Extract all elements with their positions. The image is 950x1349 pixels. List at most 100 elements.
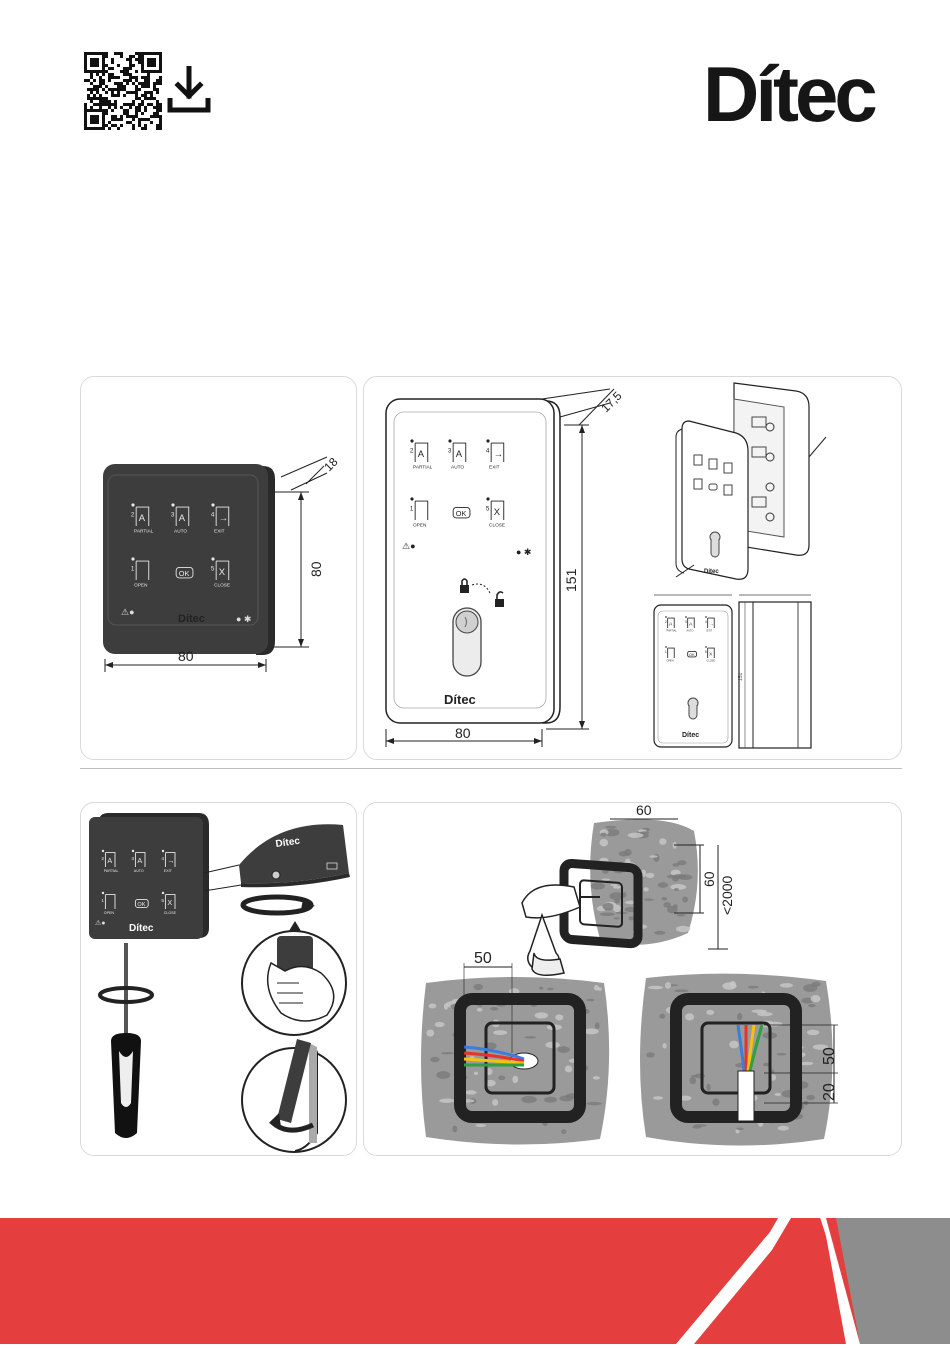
svg-text:AUTO: AUTO [174,528,187,534]
svg-text:CLOSE: CLOSE [707,659,716,662]
svg-text:PARTIAL: PARTIAL [667,629,678,632]
svg-text:1: 1 [665,650,667,654]
keypad-button-exit: 4→ EXIT [705,616,715,632]
svg-text:⚠●: ⚠● [95,919,106,927]
svg-text:X: X [709,651,713,657]
svg-text:PARTIAL: PARTIAL [413,464,433,470]
svg-text:3: 3 [131,856,134,862]
svg-text:4: 4 [705,620,707,624]
svg-text:PARTIAL: PARTIAL [104,869,119,873]
svg-text:EXIT: EXIT [707,629,713,632]
dim-cable-height: 50 [821,1047,838,1065]
svg-text:2: 2 [131,512,135,519]
svg-text:⚠●: ⚠● [121,607,135,617]
tall-keypad-logo: Dítec [444,692,476,707]
svg-text:A: A [179,513,186,524]
svg-text:OK: OK [137,902,145,908]
svg-text:OPEN: OPEN [413,522,427,528]
svg-text:● ✱: ● ✱ [236,614,251,624]
svg-text:X: X [219,567,226,578]
svg-text:A: A [418,449,425,460]
svg-text:5: 5 [211,566,215,573]
svg-text:4: 4 [486,448,490,455]
keypad-button-auto: 3A AUTO [685,616,695,632]
svg-text:→: → [709,622,714,627]
svg-text:2: 2 [101,856,104,862]
svg-text:3: 3 [685,620,687,624]
svg-text:CLOSE: CLOSE [164,911,177,915]
svg-text:X: X [494,507,501,518]
svg-text:AUTO: AUTO [451,464,464,470]
svg-text:A: A [669,621,673,627]
svg-text:AUTO: AUTO [687,629,694,632]
svg-text:X: X [167,898,172,907]
keypad-logo: Dítec [178,613,205,625]
svg-text:2: 2 [665,620,667,624]
svg-text:5: 5 [486,506,490,513]
svg-text:1: 1 [131,566,135,573]
svg-text:A: A [139,513,146,524]
section-divider [80,768,902,769]
keypad-button-ok: OK [452,506,471,519]
dim-depth-18: 18 [321,455,341,475]
svg-text:→: → [494,449,503,460]
keypad-button-exit: 4→EXIT [161,849,176,873]
keypad-button-partial: 2A PARTIAL [665,616,677,632]
dim-width-80: 80 [178,648,194,664]
dim-drill-height: 60 [701,871,717,887]
svg-text:2: 2 [410,448,414,455]
dim-tall-height-151: 151 [563,568,579,592]
svg-text:3: 3 [171,512,175,519]
dim-tall-width-80: 80 [455,725,471,741]
svg-text:PARTIAL: PARTIAL [134,528,154,534]
svg-text:● ✱: ● ✱ [516,547,531,557]
svg-text:1: 1 [410,506,414,513]
download-icon[interactable] [166,65,212,114]
keypad-button-ok: OK [134,898,149,908]
svg-text:EXIT: EXIT [164,869,173,873]
dim-tall-depth: 17,5 [598,388,625,415]
svg-text:A: A [689,621,693,627]
open-keypad-logo: Dítec [129,923,154,934]
edge-logo: Dítec [275,836,301,850]
dim-height-80: 80 [308,561,324,577]
svg-text:CLOSE: CLOSE [214,582,230,588]
svg-text:EXIT: EXIT [214,528,225,534]
svg-text:OPEN: OPEN [104,911,115,915]
svg-text:AUTO: AUTO [134,869,144,873]
dim-cable-width: 50 [474,950,492,967]
svg-text:1: 1 [101,898,104,904]
keypad-button-ok: OK [687,650,697,658]
brand-logo: Dítec [703,50,878,138]
panel-installation: 60 60 <2000 50 50 20 [363,802,902,1156]
svg-text:→: → [167,856,174,865]
dim-side-151: 151 [738,672,744,681]
dim-floor-height: <2000 [719,875,735,915]
dim-cable-bottom: 20 [821,1083,838,1101]
keypad-button-exit: 4 → EXIT [486,439,505,470]
svg-text:A: A [107,856,112,865]
qr-code-icon [84,52,162,130]
svg-text:⚠●: ⚠● [402,541,416,551]
svg-text:A: A [137,856,142,865]
svg-text:A: A [456,449,463,460]
svg-text:EXIT: EXIT [489,464,500,470]
svg-text:CLOSE: CLOSE [489,522,505,528]
keypad-button-exit: 4→EXIT [211,503,230,534]
